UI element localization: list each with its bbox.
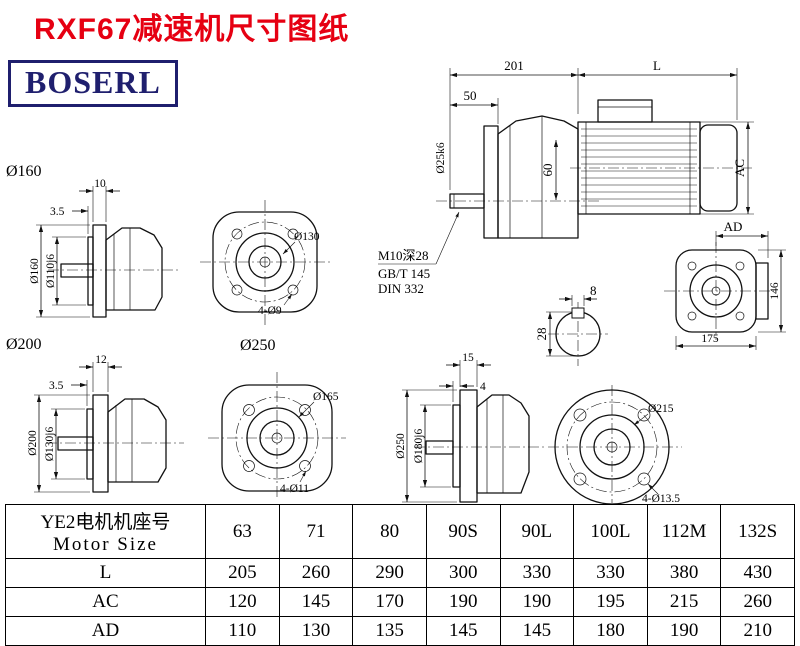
table-cell: 290 <box>352 558 427 588</box>
brand-logo-text: BOSERL <box>25 64 161 100</box>
table-cell: 145 <box>278 587 354 617</box>
dim-bolt-circle-165: Ø165 <box>313 391 339 403</box>
flange250-front-view: Ø215 4-Ø13.5 <box>548 385 682 504</box>
table-cell: 260 <box>278 558 354 588</box>
table-cell: 130 <box>278 616 354 646</box>
holes-4d11: 4-Ø11 <box>280 483 309 495</box>
table-cell: 330 <box>573 558 648 588</box>
dim-dia110: Ø110j6 <box>45 254 57 288</box>
dim-key-height: 28 <box>534 328 549 341</box>
table-cell: 145 <box>425 616 501 646</box>
row-label-AC: AC <box>5 587 206 617</box>
dim-plate-15: 15 <box>462 352 474 364</box>
dim-plate-10: 10 <box>94 178 106 190</box>
dim-ad: AD <box>724 219 743 234</box>
col-header-112m: 112M <box>646 504 722 559</box>
motor-size-header-en: Motor Size <box>53 534 158 555</box>
table-cell: 145 <box>499 616 575 646</box>
holes-4d135: 4-Ø13.5 <box>642 493 680 504</box>
dim-146: 146 <box>769 282 781 300</box>
table-cell: 135 <box>352 616 427 646</box>
dim-50: 50 <box>464 88 477 103</box>
dim-lip-4: 4 <box>480 381 486 393</box>
table-cell: 210 <box>720 616 795 646</box>
dim-dia200: Ø200 <box>27 430 39 456</box>
dim-lip-35: 3.5 <box>50 206 65 218</box>
table-cell: 215 <box>646 587 722 617</box>
dim-ac: AC <box>732 159 747 177</box>
table-cell: 190 <box>499 587 575 617</box>
col-header-100l: 100L <box>573 504 648 559</box>
dim-dia180j6: Ø180j6 <box>413 429 425 464</box>
table-cell: 260 <box>720 587 795 617</box>
standard-din: DIN 332 <box>378 281 424 296</box>
col-header-90s: 90S <box>425 504 501 559</box>
standard-gb: GB/T 145 <box>378 266 430 281</box>
flange160-side-view: Ø160 10 3.5 Ø160 Ø110j6 <box>6 163 180 318</box>
table-cell: 190 <box>646 616 722 646</box>
motor-size-header-cn: YE2电机机座号 <box>40 512 171 533</box>
flange250-label: Ø250 <box>240 337 276 354</box>
thread-spec: M10深28 <box>378 248 429 263</box>
brand-logo: BOSERL <box>8 60 178 107</box>
table-cell: 180 <box>573 616 648 646</box>
col-header-80: 80 <box>352 504 427 559</box>
table-row-L: L 205 260 290 300 330 330 380 430 <box>5 558 795 588</box>
dim-bolt-circle-215: Ø215 <box>648 403 674 415</box>
dim-175: 175 <box>701 333 719 345</box>
motor-size-header: YE2电机机座号 Motor Size <box>5 504 206 559</box>
dim-dia160: Ø160 <box>29 258 41 284</box>
table-cell: 190 <box>425 587 501 617</box>
dim-60: 60 <box>540 164 555 177</box>
dim-L: L <box>653 58 661 73</box>
holes-4d9: 4-Ø9 <box>258 305 282 317</box>
flange200-side-view: Ø200 12 3.5 Ø200 Ø130j6 <box>6 336 184 493</box>
col-header-63: 63 <box>205 504 280 559</box>
dim-dia250: Ø250 <box>395 433 407 459</box>
table-cell: 300 <box>425 558 501 588</box>
shaft-key-section: 8 28 <box>534 283 608 366</box>
page-title: RXF67减速机尺寸图纸 <box>34 13 350 46</box>
technical-drawing-canvas: 201 L 50 60 Ø25k6 AC <box>6 58 786 504</box>
row-label-L: L <box>5 558 206 588</box>
col-header-71: 71 <box>278 504 354 559</box>
dimension-table: YE2电机机座号 Motor Size 63 71 80 90S 90L 100… <box>5 504 795 646</box>
dim-bolt-circle-130: Ø130 <box>294 231 320 243</box>
flange160-label: Ø160 <box>6 163 42 180</box>
dim-201: 201 <box>504 58 524 73</box>
flange250-side-view: Ø250 15 4 Ø250 Ø180j6 <box>240 337 545 503</box>
table-row-AD: AD 110 130 135 145 145 180 190 210 <box>5 616 795 646</box>
table-row-AC: AC 120 145 170 190 190 195 215 260 <box>5 587 795 617</box>
flange200-front-view: Ø165 4-Ø11 <box>208 372 346 500</box>
output-end-view: AD 146 175 <box>664 219 786 350</box>
table-cell: 120 <box>205 587 280 617</box>
table-cell: 430 <box>720 558 795 588</box>
dim-lip-35b: 3.5 <box>49 380 64 392</box>
col-header-90l: 90L <box>499 504 575 559</box>
dim-dia130j6: Ø130j6 <box>44 427 56 462</box>
gearmotor-side-view: 201 L 50 60 Ø25k6 AC <box>435 58 754 239</box>
shaft-thread-note: M10深28 GB/T 145 DIN 332 <box>378 211 460 296</box>
table-cell: 170 <box>352 587 427 617</box>
table-header-row: YE2电机机座号 Motor Size 63 71 80 90S 90L 100… <box>5 504 795 559</box>
col-header-132s: 132S <box>720 504 795 559</box>
table-cell: 195 <box>573 587 648 617</box>
dim-key-width: 8 <box>590 283 597 298</box>
flange160-front-view: Ø130 4-Ø9 <box>200 200 330 325</box>
table-cell: 330 <box>499 558 575 588</box>
dim-plate-12: 12 <box>95 354 107 366</box>
flange200-label: Ø200 <box>6 336 42 353</box>
dim-shaft-dia: Ø25k6 <box>435 142 447 174</box>
table-cell: 110 <box>205 616 280 646</box>
table-cell: 380 <box>646 558 722 588</box>
table-cell: 205 <box>205 558 280 588</box>
row-label-AD: AD <box>5 616 206 646</box>
